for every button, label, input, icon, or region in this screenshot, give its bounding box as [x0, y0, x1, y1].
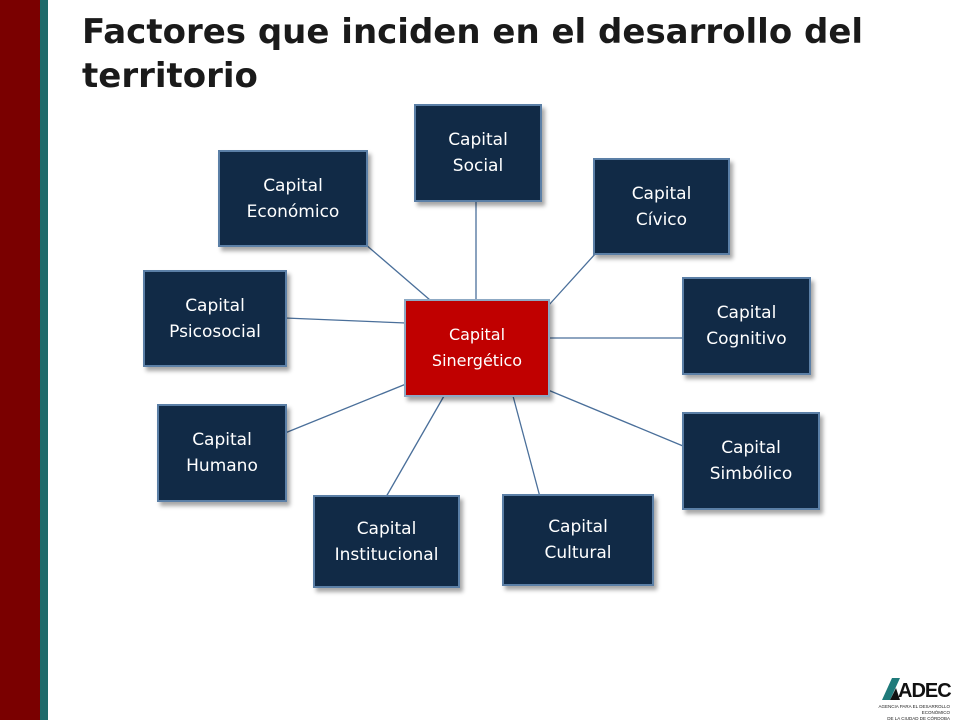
node-capital-cultural: Capital Cultural [502, 494, 654, 586]
adec-logo-wordmark: ADEC [898, 680, 952, 702]
node-label: Capital Social [448, 130, 508, 176]
adec-logo: ADEC AGENCIA PARA EL DESARROLLO ECONÓMIC… [850, 676, 952, 721]
node-label: Capital Humano [186, 430, 258, 476]
link-civico [547, 252, 597, 307]
node-capital-cognitivo: Capital Cognitivo [682, 277, 811, 375]
node-capital-sinergetico: Capital Sinergético [404, 299, 550, 397]
node-label: Capital Simbólico [709, 438, 793, 484]
node-capital-humano: Capital Humano [157, 404, 287, 502]
link-economico [364, 243, 431, 301]
node-label: Capital Psicosocial [169, 295, 261, 342]
node-label: Capital Cultural [544, 517, 612, 563]
link-institucional [385, 395, 445, 498]
adec-logo-tagline: AGENCIA PARA EL DESARROLLO ECONÓMICO DE … [878, 704, 950, 721]
center-label: Capital Sinergético [431, 325, 523, 370]
left-accent-bar-teal [40, 0, 48, 720]
node-label: Capital Cognitivo [706, 303, 787, 349]
link-cultural [512, 395, 541, 498]
node-label: Capital Institucional [334, 518, 439, 565]
link-humano [284, 383, 407, 434]
link-simbolico [547, 389, 684, 447]
slide-title: Factores que inciden en el desarrollo de… [82, 12, 864, 96]
node-capital-institucional: Capital Institucional [313, 495, 460, 588]
left-accent-bar-red [0, 0, 40, 720]
node-capital-economico: Capital Económico [218, 150, 368, 247]
node-label: Capital Cívico [631, 183, 692, 230]
node-capital-simbolico: Capital Simbólico [682, 412, 820, 510]
node-label: Capital Económico [246, 175, 340, 222]
node-capital-psicosocial: Capital Psicosocial [143, 270, 287, 367]
node-capital-civico: Capital Cívico [593, 158, 730, 255]
adec-logo-mark-icon [882, 678, 900, 700]
link-psicosocial [284, 317, 407, 324]
node-capital-social: Capital Social [414, 104, 542, 202]
